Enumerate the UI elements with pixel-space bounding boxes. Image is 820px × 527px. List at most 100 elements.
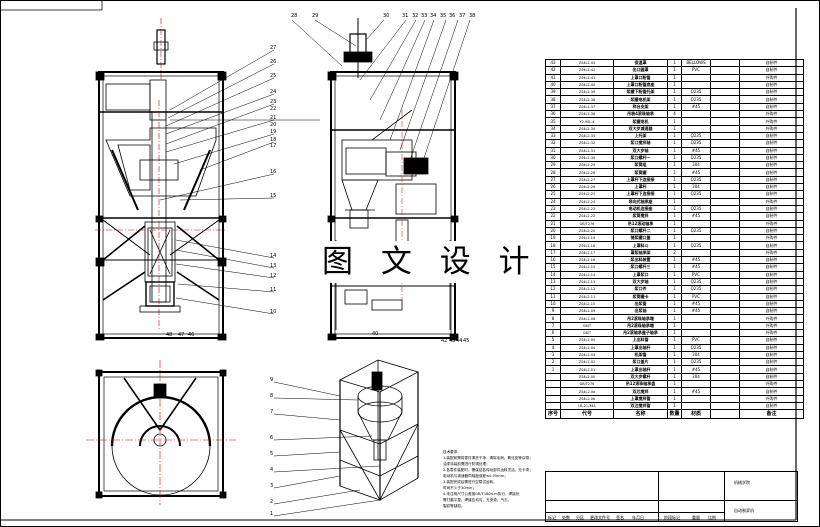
- bom-cell: [710, 292, 740, 301]
- callout-6: 6: [270, 435, 274, 441]
- notes-line: 2.各零件装配时，需保证各传动部件运转灵活，无卡滞；: [443, 468, 533, 472]
- callout-42: 42: [441, 338, 448, 344]
- bom-cell: [710, 95, 740, 104]
- bom-cell: 2: [667, 248, 682, 258]
- bom-cell: PVC: [681, 292, 711, 301]
- bom-cell: 外购件: [739, 328, 804, 338]
- bom-cell: Q235: [681, 131, 711, 141]
- bom-cell: 代号: [560, 409, 614, 420]
- bom-cell: ZS4L2-33: [560, 131, 614, 141]
- watermark-text: 图 文 设 计: [319, 241, 542, 283]
- bom-cell: [710, 409, 740, 420]
- top-view: [86, 360, 236, 505]
- notes-line: 3.装配完成后需进行空载试运转，: [443, 480, 497, 484]
- bom-cell: 10: [545, 299, 561, 309]
- bom-cell: 1: [667, 321, 682, 331]
- bom-cell: 41: [545, 73, 561, 82]
- bom-cell: 名称: [613, 409, 668, 420]
- bom-cell: GB/T276: [560, 380, 614, 389]
- bom-cell: 1: [667, 372, 682, 382]
- sign-label: 处数: [562, 515, 570, 520]
- notes-line: 裂纹等缺陷。: [443, 504, 465, 508]
- bom-cell: 304: [681, 161, 711, 170]
- bom-cell: 自制件: [739, 299, 804, 309]
- bom-cell: ZS4L2-03: [560, 350, 614, 360]
- bom-cell: #45: [681, 307, 711, 316]
- stage-label: 阶段标记: [664, 515, 680, 520]
- bom-cell: [710, 161, 740, 170]
- bom-cell: LB-21-345: [560, 401, 614, 411]
- bom-cell: 自制件: [739, 95, 804, 104]
- callout-19: 19: [270, 129, 277, 135]
- callout-3: 3: [270, 483, 274, 489]
- bom-cell: 上罩出轴杆: [613, 343, 668, 352]
- callout-20: 20: [270, 122, 277, 128]
- sign-label: 年月日: [632, 515, 644, 520]
- bom-cell: 1: [667, 102, 682, 112]
- bom-cell: 浆罐下粉管托架: [613, 88, 668, 97]
- bom-cell: 出口圆罩: [613, 66, 668, 75]
- callout-29: 29: [312, 13, 319, 19]
- callout-12: 12: [270, 273, 277, 279]
- bom-cell: 35: [545, 117, 561, 126]
- bom-cell: ZS4L2-14: [560, 270, 614, 279]
- bom-cell: [710, 358, 740, 367]
- bom-cell: 机架管: [613, 350, 668, 360]
- callout-38: 38: [469, 13, 476, 19]
- bom-cell: [710, 153, 740, 163]
- bom-cell: 22: [545, 212, 561, 221]
- bom-cell: [681, 401, 711, 411]
- bom-cell: 储浆罐口盖: [613, 234, 668, 243]
- bom-cell: [681, 234, 711, 243]
- bom-cell: 32: [545, 139, 561, 148]
- bom-cell: 自制件: [739, 183, 804, 192]
- bom-cell: 42: [545, 66, 561, 75]
- bom-cell: 1: [667, 387, 682, 396]
- bom-cell: 1: [667, 292, 682, 301]
- bom-cell: [681, 394, 711, 403]
- bom-cell: 1: [667, 350, 682, 360]
- bom-cell: 1: [667, 168, 682, 177]
- bom-cell: 自制件: [739, 226, 804, 236]
- bom-cell: [710, 190, 740, 199]
- bom-cell: 外购件: [739, 248, 804, 258]
- bom-cell: 上罩浆口: [613, 270, 668, 279]
- bom-cell: #45: [681, 255, 711, 265]
- callout-4: 4: [270, 467, 274, 473]
- bom-cell: #45: [681, 263, 711, 272]
- bom-cell: 自制件: [739, 88, 804, 97]
- bom-cell: 1: [667, 117, 682, 126]
- bom-cell: 自制件: [739, 343, 804, 352]
- bom-cell: ZS4L2-40: [560, 80, 614, 90]
- bom-cell: 1: [667, 161, 682, 170]
- callout-37: 37: [459, 13, 466, 19]
- bom-cell: ZS4L2-01: [560, 365, 614, 374]
- callout-22: 22: [270, 106, 277, 112]
- callout-24: 24: [270, 89, 277, 95]
- bom-cell: ZS4L2-39: [560, 88, 614, 97]
- bom-cell: ZS4L2-16: [560, 255, 614, 265]
- bom-cell: [710, 66, 740, 75]
- bom-cell: [710, 263, 740, 272]
- bom-cell: 19: [545, 234, 561, 243]
- callout-9: 9: [270, 377, 274, 383]
- bom-cell: 37: [545, 102, 561, 112]
- bom-cell: 13: [545, 277, 561, 287]
- bom-cell: [710, 336, 740, 345]
- bom-cell: [710, 343, 740, 352]
- bom-cell: Q235: [681, 226, 711, 236]
- bom-cell: [681, 248, 711, 258]
